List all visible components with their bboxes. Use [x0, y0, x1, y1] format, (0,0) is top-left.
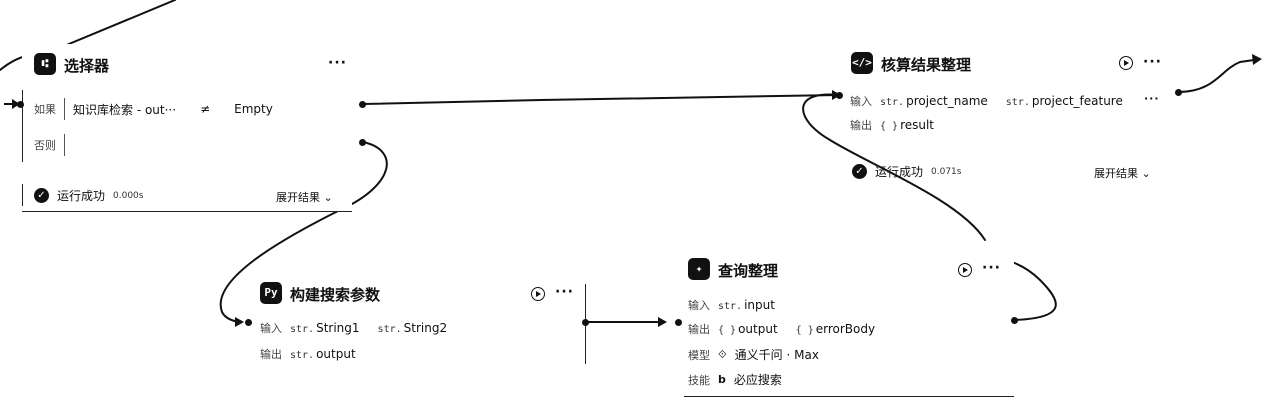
success-check-icon: ✓ [34, 188, 49, 203]
wire-arrowhead-out [1252, 54, 1262, 65]
output-port[interactable] [1011, 317, 1018, 324]
wire-query-out [1011, 261, 1057, 321]
run-node-button[interactable] [1119, 56, 1133, 70]
node-title: 选择器 [64, 57, 110, 75]
node-title: 查询整理 [718, 262, 779, 280]
model-name: 通义千问 · Max [734, 348, 819, 362]
output-param: { }result [880, 118, 935, 132]
input-param: str.project_feature [1005, 94, 1123, 108]
output-row: 输出 { }result [850, 117, 944, 133]
if-output-port[interactable] [359, 101, 366, 108]
code-icon: </> [851, 52, 873, 74]
output-label: 输出 [850, 119, 872, 132]
branch-icon: ⑆ [34, 53, 56, 75]
run-duration: 0.071s [931, 166, 962, 177]
node-bottom-border [22, 211, 352, 212]
status-text: 运行成功 [57, 189, 106, 203]
condition-divider [64, 98, 65, 120]
input-param: str.String1 [290, 321, 360, 335]
input-label: 输入 [260, 322, 282, 335]
if-branch-row[interactable]: 如果 知识库检索 - out··· ≠ Empty [34, 98, 273, 120]
success-check-icon: ✓ [852, 164, 867, 179]
expand-results-label: 展开结果 [1094, 167, 1138, 180]
node-bottom-border [684, 396, 1014, 397]
run-status: ✓ 运行成功 0.071s [852, 163, 961, 180]
chevron-down-icon: ⌄ [323, 191, 333, 204]
run-node-button[interactable] [958, 263, 972, 277]
output-label: 输出 [260, 348, 282, 361]
llm-icon: ✦ [688, 258, 710, 280]
else-divider [64, 134, 65, 156]
selector-node[interactable]: ⑆ 选择器 ··· 如果 知识库检索 - out··· ≠ Empty 否则 ✓… [22, 44, 352, 212]
run-node-button[interactable] [531, 287, 545, 301]
model-label: 模型 [688, 348, 710, 362]
input-port[interactable] [17, 101, 24, 108]
more-menu-button[interactable]: ··· [1143, 54, 1162, 70]
wire-arrowhead-query [658, 317, 667, 327]
node-title: 构建搜索参数 [290, 286, 381, 304]
output-row: 输出 { }output { }errorBody [688, 321, 885, 337]
input-param: str.project_name [880, 94, 988, 108]
more-menu-button[interactable]: ··· [982, 260, 1001, 276]
more-menu-button[interactable]: ··· [555, 284, 574, 300]
run-duration: 0.000s [113, 190, 144, 201]
wire-arrowhead-build [235, 317, 244, 327]
input-port[interactable] [245, 319, 252, 326]
bing-icon: b [718, 373, 726, 386]
else-branch-row[interactable]: 否则 [34, 134, 65, 156]
condition-right: Empty [234, 102, 273, 116]
input-param: str.input [718, 298, 775, 312]
run-status: ✓ 运行成功 0.000s [34, 187, 143, 204]
model-icon: ⟐ [718, 347, 727, 361]
expand-results-button[interactable]: 展开结果 ⌄ [1094, 165, 1151, 181]
skill-name: 必应搜索 [733, 373, 782, 387]
branch-divider [22, 90, 23, 162]
output-row: 输出 str.output [260, 346, 366, 362]
skill-row: 技能 b 必应搜索 [688, 371, 782, 388]
code-icon: Py [260, 282, 282, 304]
more-inputs-indicator: ··· [1144, 92, 1160, 105]
if-label: 如果 [34, 103, 56, 116]
output-param: { }errorBody [795, 322, 876, 336]
else-output-port[interactable] [359, 139, 366, 146]
input-row: 输入 str.String1 str.String2 [260, 320, 457, 336]
condition-operator: ≠ [200, 102, 211, 116]
input-port[interactable] [675, 319, 682, 326]
input-param: str.String2 [377, 321, 448, 335]
input-row: 输入 str.project_name str.project_feature [850, 93, 1133, 109]
chevron-down-icon: ⌄ [1141, 167, 1151, 180]
output-param: str.output [290, 347, 356, 361]
skill-label: 技能 [688, 373, 710, 387]
input-row: 输入 str.input [688, 297, 785, 313]
condition-left: 知识库检索 - out··· [73, 102, 177, 117]
output-port[interactable] [582, 319, 589, 326]
status-text: 运行成功 [875, 165, 924, 179]
accounting-node[interactable]: </> 核算结果整理 ··· 输入 str.project_name str.p… [848, 48, 1168, 138]
expand-results-button[interactable]: 展开结果 ⌄ [276, 189, 333, 205]
input-port[interactable] [836, 92, 843, 99]
status-divider [22, 184, 23, 206]
expand-results-label: 展开结果 [276, 191, 320, 204]
more-menu-button[interactable]: ··· [328, 55, 347, 71]
input-label: 输入 [688, 299, 710, 312]
output-label: 输出 [688, 323, 710, 336]
wire-accounting-out [1177, 59, 1255, 93]
wire-if-to-accounting [362, 94, 841, 105]
output-param: { }output [718, 322, 778, 336]
else-label: 否则 [34, 139, 56, 152]
model-row: 模型 ⟐ 通义千问 · Max [688, 346, 819, 363]
output-port[interactable] [1175, 89, 1182, 96]
build-search-node[interactable]: Py 构建搜索参数 ··· 输入 str.String1 str.String2… [254, 278, 584, 368]
query-node[interactable]: ✦ 查询整理 ··· 输入 str.input 输出 { }output { }… [684, 255, 1014, 397]
input-label: 输入 [850, 95, 872, 108]
node-title: 核算结果整理 [881, 56, 972, 74]
